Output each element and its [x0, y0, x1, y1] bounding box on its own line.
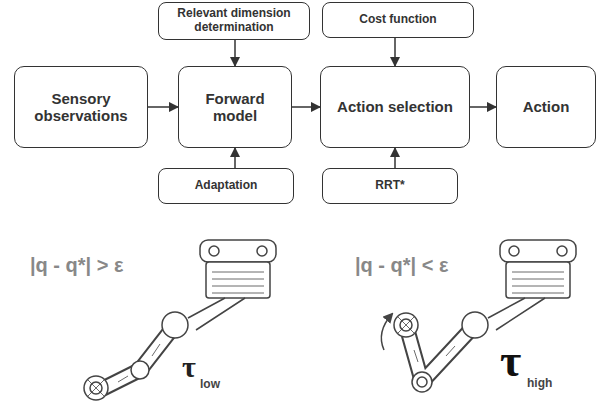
torque-symbol: τ	[500, 338, 521, 384]
flow-arrow	[394, 38, 396, 66]
process-box: Action selection	[320, 66, 470, 148]
box-label: Sensory observations	[23, 90, 139, 125]
box-label: Action selection	[337, 98, 453, 115]
process-box: Sensory observations	[14, 66, 148, 148]
box-label: Forward model	[187, 90, 283, 125]
process-box: Forward model	[178, 66, 292, 148]
torque-symbol: τ	[182, 352, 196, 382]
box-label: Adaptation	[195, 179, 258, 193]
condition-label: |q - q*| < ε	[355, 255, 448, 275]
input-box: Relevant dimension determination	[158, 2, 310, 40]
box-label: RRT*	[375, 179, 404, 193]
box-label: Cost function	[359, 13, 436, 27]
box-label: Action	[523, 98, 570, 115]
flow-arrow	[292, 106, 320, 108]
input-box: Cost function	[322, 2, 474, 38]
input-box: Adaptation	[158, 168, 294, 204]
torque-subscript: low	[200, 378, 220, 390]
input-box: RRT*	[322, 168, 458, 204]
process-box: Action	[496, 66, 596, 148]
torque-subscript: high	[527, 377, 552, 389]
box-label: Relevant dimension determination	[167, 7, 301, 35]
condition-label: |q - q*| > ε	[30, 255, 123, 275]
flow-arrow	[394, 148, 396, 168]
flow-arrow	[148, 106, 178, 108]
flow-arrow	[234, 40, 236, 66]
flow-arrow	[470, 106, 496, 108]
flow-arrow	[234, 148, 236, 168]
